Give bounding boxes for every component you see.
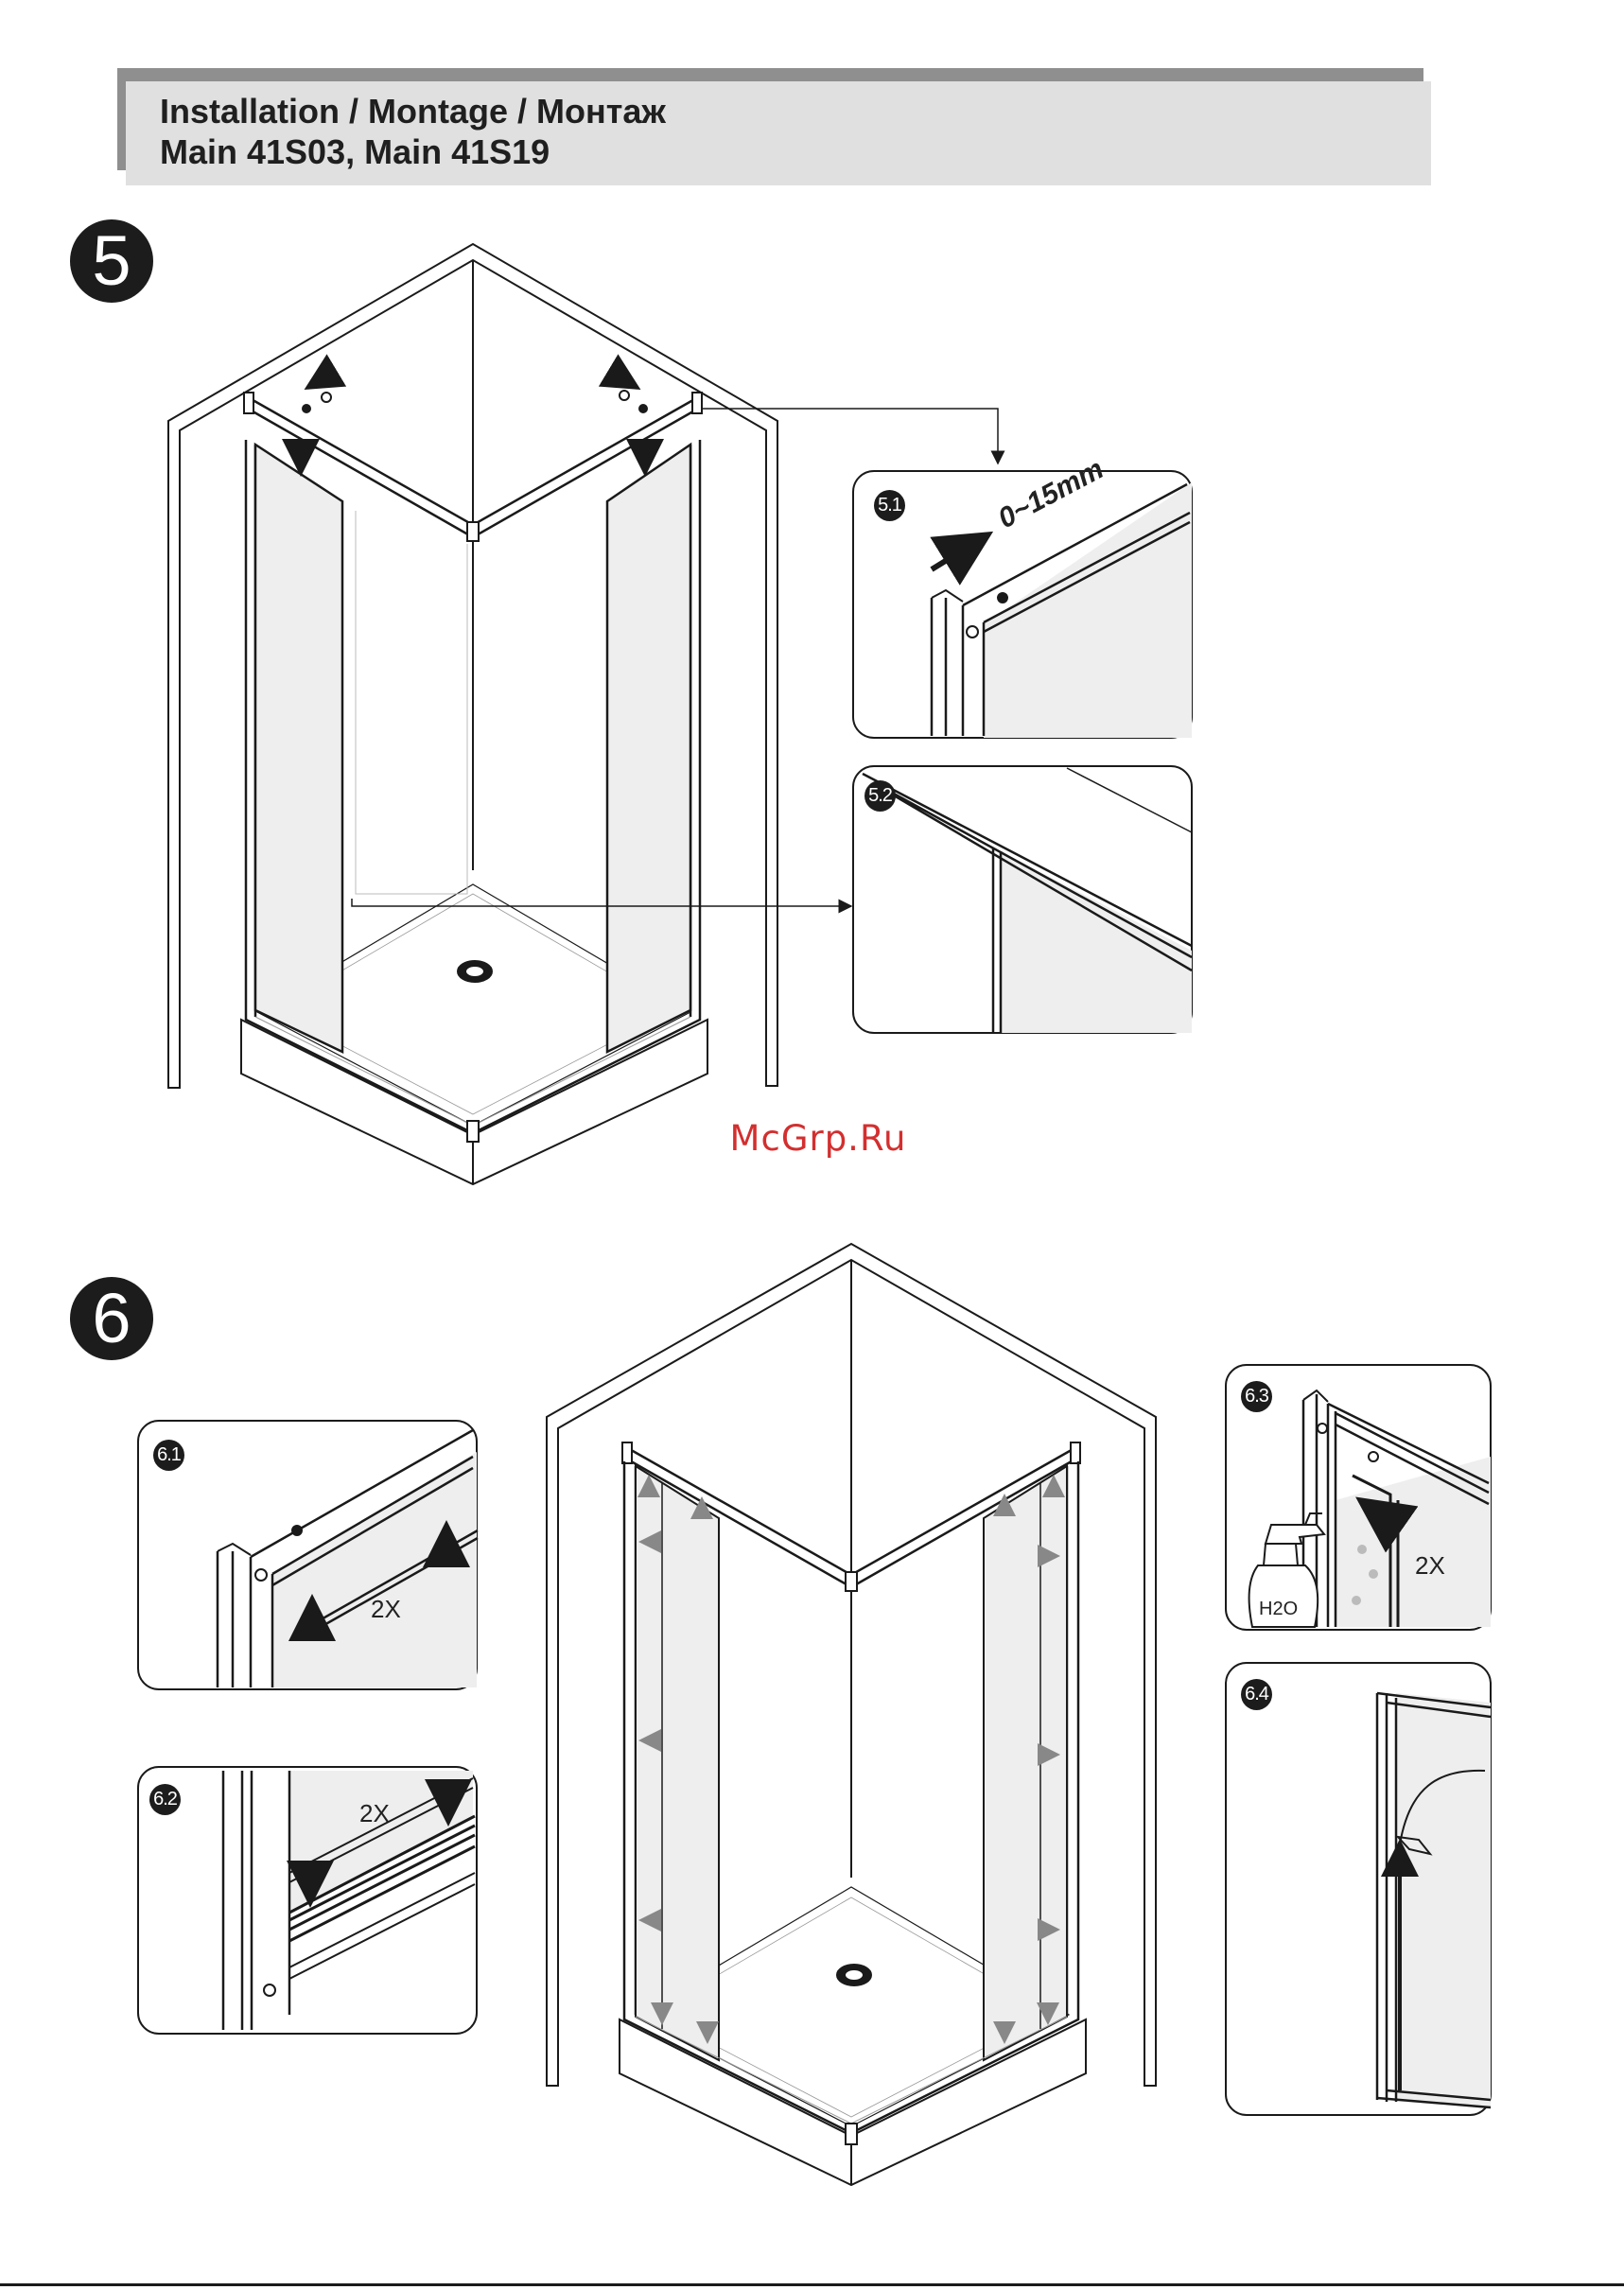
detail-6-4-badge: 6.4 [1241,1679,1272,1710]
step6-left-door [636,1466,719,2060]
detail-5-2-drawing [853,766,1192,1033]
step5-screw-left-icon [303,393,331,412]
detail-6-4-drawing [1226,1663,1491,2115]
detail-6-3-badge: 6.3 [1241,1381,1272,1412]
step6-enclosure-drawing [547,1244,1156,2185]
detail-5-2-badge: 5.2 [864,780,896,812]
step-6-badge: 6 [70,1277,153,1360]
spray-bottle-label: H2O [1259,1599,1298,1620]
step5-arrow-left-icon [307,376,326,388]
step-5-badge: 5 [70,219,153,303]
detail-6-2-badge: 6.2 [149,1784,181,1815]
detail-6-2-drawing [138,1767,477,2034]
step5-arrow-right-icon [619,376,637,388]
detail-6-2-count-label: 2X [359,1799,390,1828]
step5-screw-right-icon [620,391,647,412]
detail-6-3-count-label: 2X [1415,1551,1445,1581]
bottom-rule [0,2283,1624,2286]
detail-6-1-count-label: 2X [371,1595,401,1624]
watermark: McGrp.Ru [700,1118,936,1159]
detail-6-1-drawing [138,1421,478,1689]
detail-5-1-badge: 5.1 [874,490,905,521]
detail-6-1-badge: 6.1 [153,1440,184,1471]
